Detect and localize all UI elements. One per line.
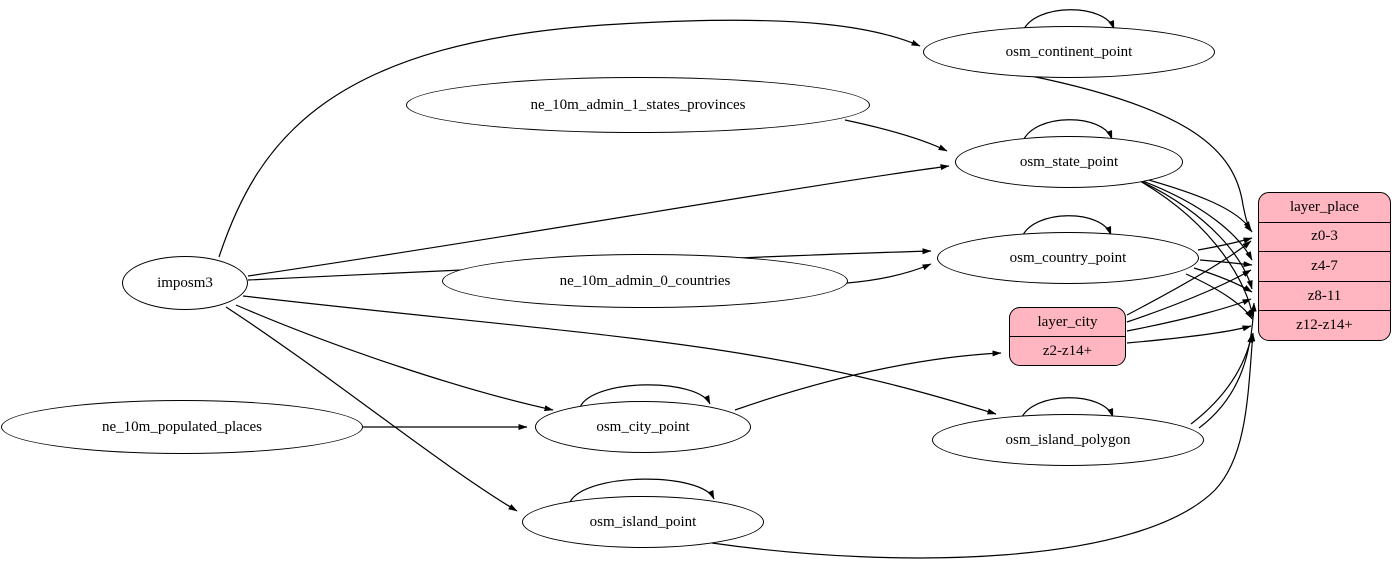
- edge-self-osm_country_point: [1021, 215, 1112, 238]
- edge-osm_country_point-z12-z14: [1185, 273, 1253, 320]
- edge-imposm3-osm_island_point: [225, 306, 518, 512]
- record-row-z8-11: z8-11: [1259, 280, 1390, 311]
- record-row-z4-7: z4-7: [1259, 251, 1390, 281]
- edge-ne_10m_admin_0_countries-osm_country_point: [846, 263, 932, 284]
- edge-osm_state_point-z4-7: [1131, 176, 1253, 261]
- edge-osm_country_point-z0-3: [1197, 237, 1253, 251]
- record-layer_place: layer_place z0-3 z4-7 z8-11 z12-z14+: [1258, 192, 1391, 341]
- node-osm_state_point: osm_state_point: [955, 136, 1183, 188]
- edge-self-osm_continent_point: [1022, 9, 1115, 32]
- edge-self-osm_island_point: [569, 478, 715, 503]
- record-title: layer_city: [1037, 313, 1098, 330]
- edge-ne_10m_admin_1_states_provinces-osm_state_point: [844, 119, 948, 152]
- node-osm_island_point: osm_island_point: [522, 496, 764, 548]
- node-osm_country_point: osm_country_point: [937, 232, 1199, 284]
- edge-imposm3-osm_island_polygon: [242, 295, 997, 415]
- node-label: ne_10m_admin_1_states_provinces: [530, 96, 746, 113]
- edge-osm_state_point-z8-11: [1135, 178, 1253, 290]
- node-ne_10m_populated_places: ne_10m_populated_places: [1, 400, 363, 454]
- edge-imposm3-osm_city_point: [235, 304, 554, 412]
- edge-osm_city_point-layer_city: [734, 350, 1002, 411]
- node-label: osm_island_point: [589, 513, 697, 530]
- record-row-z0-3: z0-3: [1259, 221, 1390, 252]
- edge-osm_country_point-z4-7: [1199, 259, 1253, 268]
- edge-self-osm_island_polygon: [1020, 397, 1114, 420]
- edge-osm_state_point-z12-z14: [1139, 180, 1255, 319]
- node-label: imposm3: [157, 274, 213, 291]
- edge-osm_island_polygon-z8-11: [1198, 302, 1257, 429]
- node-osm_city_point: osm_city_point: [535, 401, 751, 453]
- node-osm_continent_point: osm_continent_point: [923, 26, 1215, 78]
- edge-imposm3-osm_state_point: [247, 164, 950, 277]
- edge-layer_city-z0-3: [1126, 240, 1252, 316]
- edge-layer_city-z8-11: [1126, 298, 1252, 332]
- edge-osm_state_point-z0-3: [1126, 173, 1252, 231]
- edge-layer_city-z4-7: [1126, 269, 1252, 323]
- node-imposm3: imposm3: [122, 256, 248, 310]
- node-label: ne_10m_admin_0_countries: [559, 272, 731, 289]
- edge-imposm3-osm_continent_point: [218, 19, 921, 258]
- record-row-z12-z14: z12-z14+: [1259, 310, 1390, 340]
- record-layer_city: layer_city z2-z14+: [1009, 307, 1126, 366]
- record-row-z2-z14: z2-z14+: [1010, 336, 1125, 365]
- node-label: ne_10m_populated_places: [102, 418, 262, 435]
- node-ne_10m_admin_0_countries: ne_10m_admin_0_countries: [442, 254, 848, 308]
- edge-self-osm_city_point: [579, 384, 711, 408]
- edge-osm_island_point-z12-z14: [711, 332, 1256, 559]
- node-label: osm_island_polygon: [1005, 431, 1131, 448]
- node-label: osm_country_point: [1009, 249, 1127, 266]
- record-title: layer_place: [1289, 198, 1360, 215]
- edge-osm_island_polygon-z12-z14: [1190, 333, 1254, 425]
- edge-layer_city-z12-z14: [1126, 325, 1252, 344]
- node-osm_island_polygon: osm_island_polygon: [932, 414, 1204, 466]
- node-ne_10m_admin_1_states_provinces: ne_10m_admin_1_states_provinces: [406, 77, 870, 133]
- edge-self-osm_state_point: [1022, 119, 1113, 142]
- node-label: osm_continent_point: [1005, 43, 1133, 60]
- node-label: osm_city_point: [596, 418, 690, 435]
- node-label: osm_state_point: [1019, 153, 1119, 170]
